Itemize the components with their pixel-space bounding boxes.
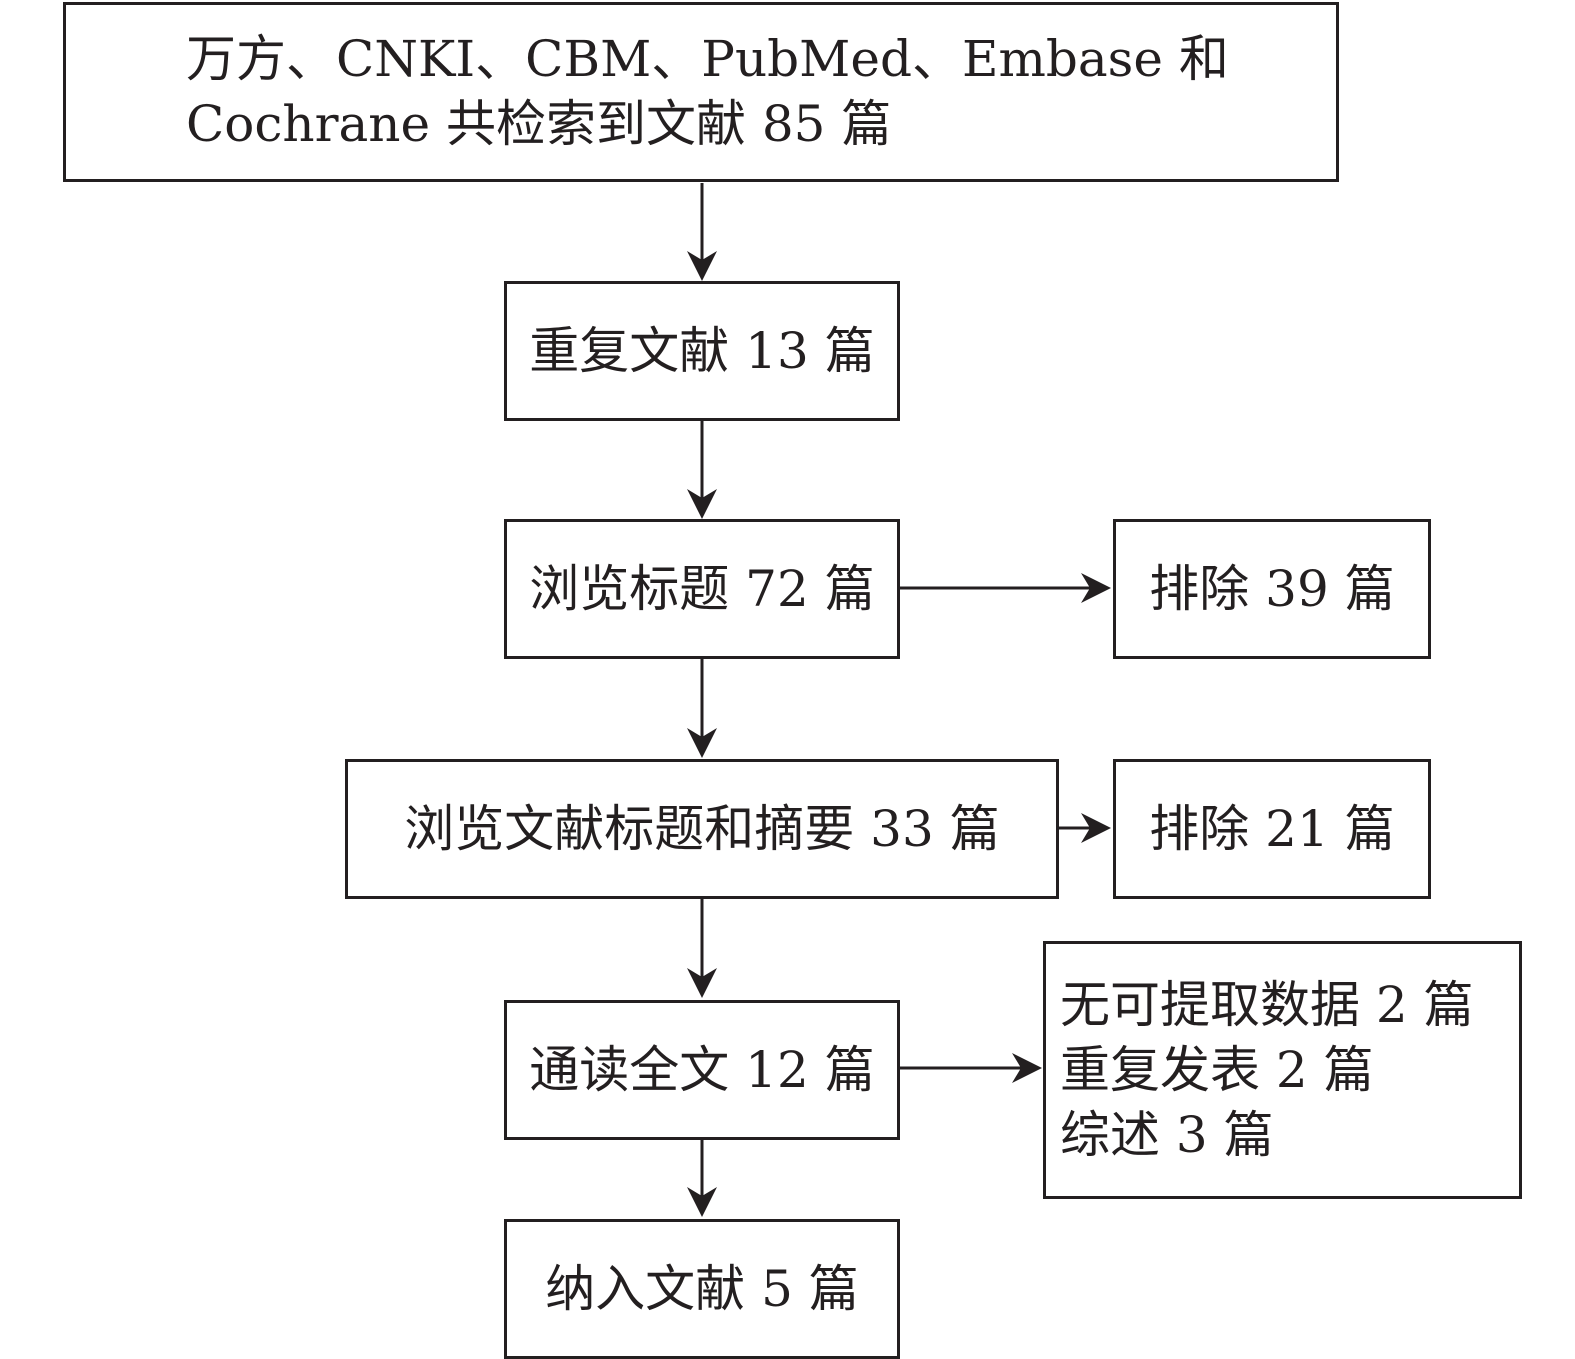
title-screen-label: 浏览标题 72 篇 (529, 559, 875, 618)
duplicates-box: 重复文献 13 篇 (504, 281, 900, 421)
search-box-line-2: Cochrane 共检索到文献 85 篇 (186, 95, 892, 153)
search-box-line-1: 万方、CNKI、CBM、PubMed、Embase 和 (186, 30, 1229, 88)
fulltext-excluded-box: 无可提取数据 2 篇 重复发表 2 篇 综述 3 篇 (1043, 941, 1522, 1199)
abstract-screen-label: 浏览文献标题和摘要 33 篇 (404, 799, 1000, 858)
title-excluded-label: 排除 39 篇 (1149, 559, 1395, 618)
fulltext-screen-box: 通读全文 12 篇 (504, 1000, 900, 1140)
included-label: 纳入文献 5 篇 (545, 1259, 859, 1318)
excluded-reason-no-data: 无可提取数据 2 篇 (1060, 975, 1474, 1034)
duplicates-label: 重复文献 13 篇 (529, 321, 875, 380)
search-box: 万方、CNKI、CBM、PubMed、Embase 和 Cochrane 共检索… (63, 2, 1339, 182)
title-screen-box: 浏览标题 72 篇 (504, 519, 900, 659)
abstract-screen-box: 浏览文献标题和摘要 33 篇 (345, 759, 1059, 899)
excluded-reason-review: 综述 3 篇 (1060, 1105, 1274, 1164)
excluded-reason-duplicate-publication: 重复发表 2 篇 (1060, 1040, 1374, 1099)
abstract-excluded-label: 排除 21 篇 (1149, 799, 1395, 858)
fulltext-screen-label: 通读全文 12 篇 (529, 1040, 875, 1099)
title-excluded-box: 排除 39 篇 (1113, 519, 1431, 659)
abstract-excluded-box: 排除 21 篇 (1113, 759, 1431, 899)
included-box: 纳入文献 5 篇 (504, 1219, 900, 1359)
